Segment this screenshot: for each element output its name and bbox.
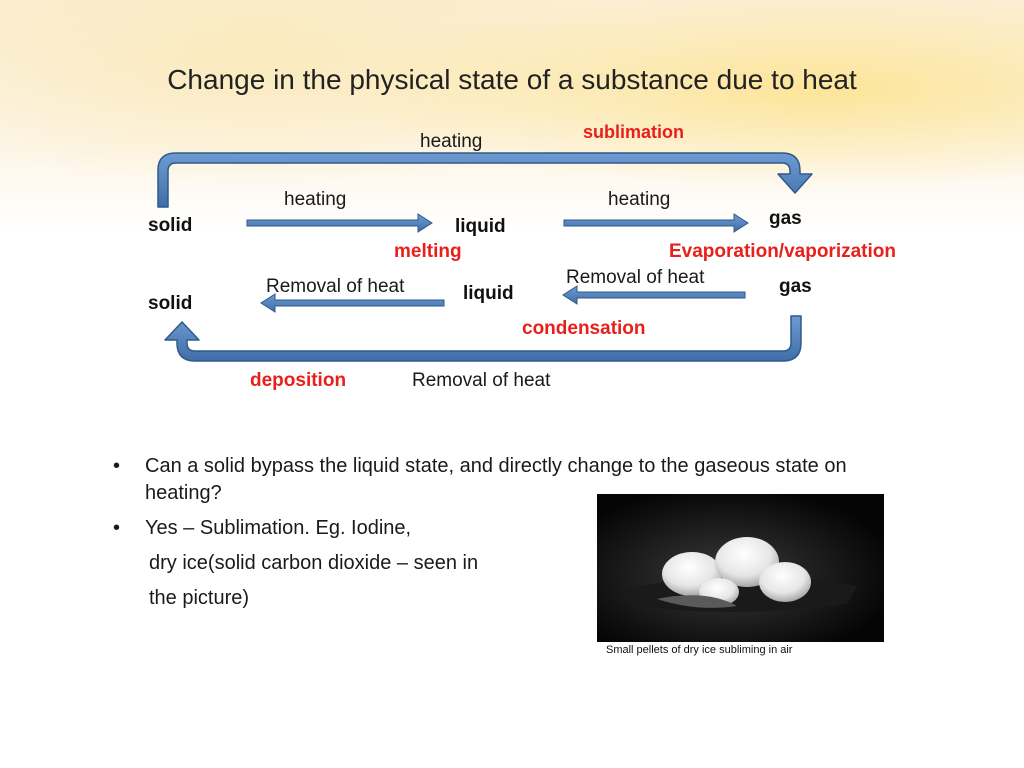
- sublimation-arrow: [157, 152, 813, 208]
- bullet-text: Can a solid bypass the liquid state, and…: [145, 455, 847, 504]
- bullet-text: Yes – Sublimation. Eg. Iodine,: [145, 517, 412, 539]
- bullet-dot-icon: •: [113, 455, 121, 477]
- solid-to-liquid-arrow: [246, 213, 433, 233]
- liquid-to-solid-arrow: [260, 293, 445, 313]
- top-heating-label: heating: [420, 131, 483, 152]
- evaporation-label: Evaporation/vaporization: [669, 241, 896, 262]
- bullet-list: • Can a solid bypass the liquid state, a…: [113, 453, 933, 620]
- photo-caption: Small pellets of dry ice subliming in ai…: [606, 644, 793, 656]
- dry-ice-photo: [597, 494, 884, 642]
- deposition-arrow: [164, 315, 802, 362]
- heating-label-right: heating: [608, 189, 671, 210]
- gas-to-liquid-arrow: [562, 285, 746, 305]
- bullet-continuation: dry ice(solid carbon dioxide – seen in: [149, 552, 479, 574]
- sublimation-label: sublimation: [583, 122, 685, 142]
- phase-change-diagram: [157, 152, 813, 362]
- dry-ice-image: [597, 494, 884, 642]
- slide-title: Change in the physical state of a substa…: [167, 64, 857, 95]
- bullet-dot-icon: •: [113, 517, 121, 539]
- liquid-label-top: liquid: [455, 216, 506, 237]
- condensation-label: condensation: [522, 318, 646, 339]
- liquid-label-bottom: liquid: [463, 283, 514, 304]
- bottom-removal-of-heat-label: Removal of heat: [412, 370, 551, 391]
- gas-label-top: gas: [769, 208, 802, 229]
- melting-label: melting: [394, 241, 462, 262]
- gas-label-bottom: gas: [779, 276, 812, 297]
- removal-of-heat-left-label: Removal of heat: [266, 276, 405, 297]
- liquid-to-gas-arrow: [563, 213, 749, 233]
- solid-label-top: solid: [148, 215, 193, 236]
- deposition-label: deposition: [250, 370, 347, 391]
- bullet-item: • Can a solid bypass the liquid state, a…: [113, 453, 933, 507]
- bullet-item: • Yes – Sublimation. Eg. Iodine,: [113, 515, 933, 542]
- solid-label-bottom: solid: [148, 293, 193, 314]
- heating-label-left: heating: [284, 189, 347, 210]
- removal-of-heat-right-label: Removal of heat: [566, 267, 705, 288]
- bullet-continuation: the picture): [149, 587, 250, 609]
